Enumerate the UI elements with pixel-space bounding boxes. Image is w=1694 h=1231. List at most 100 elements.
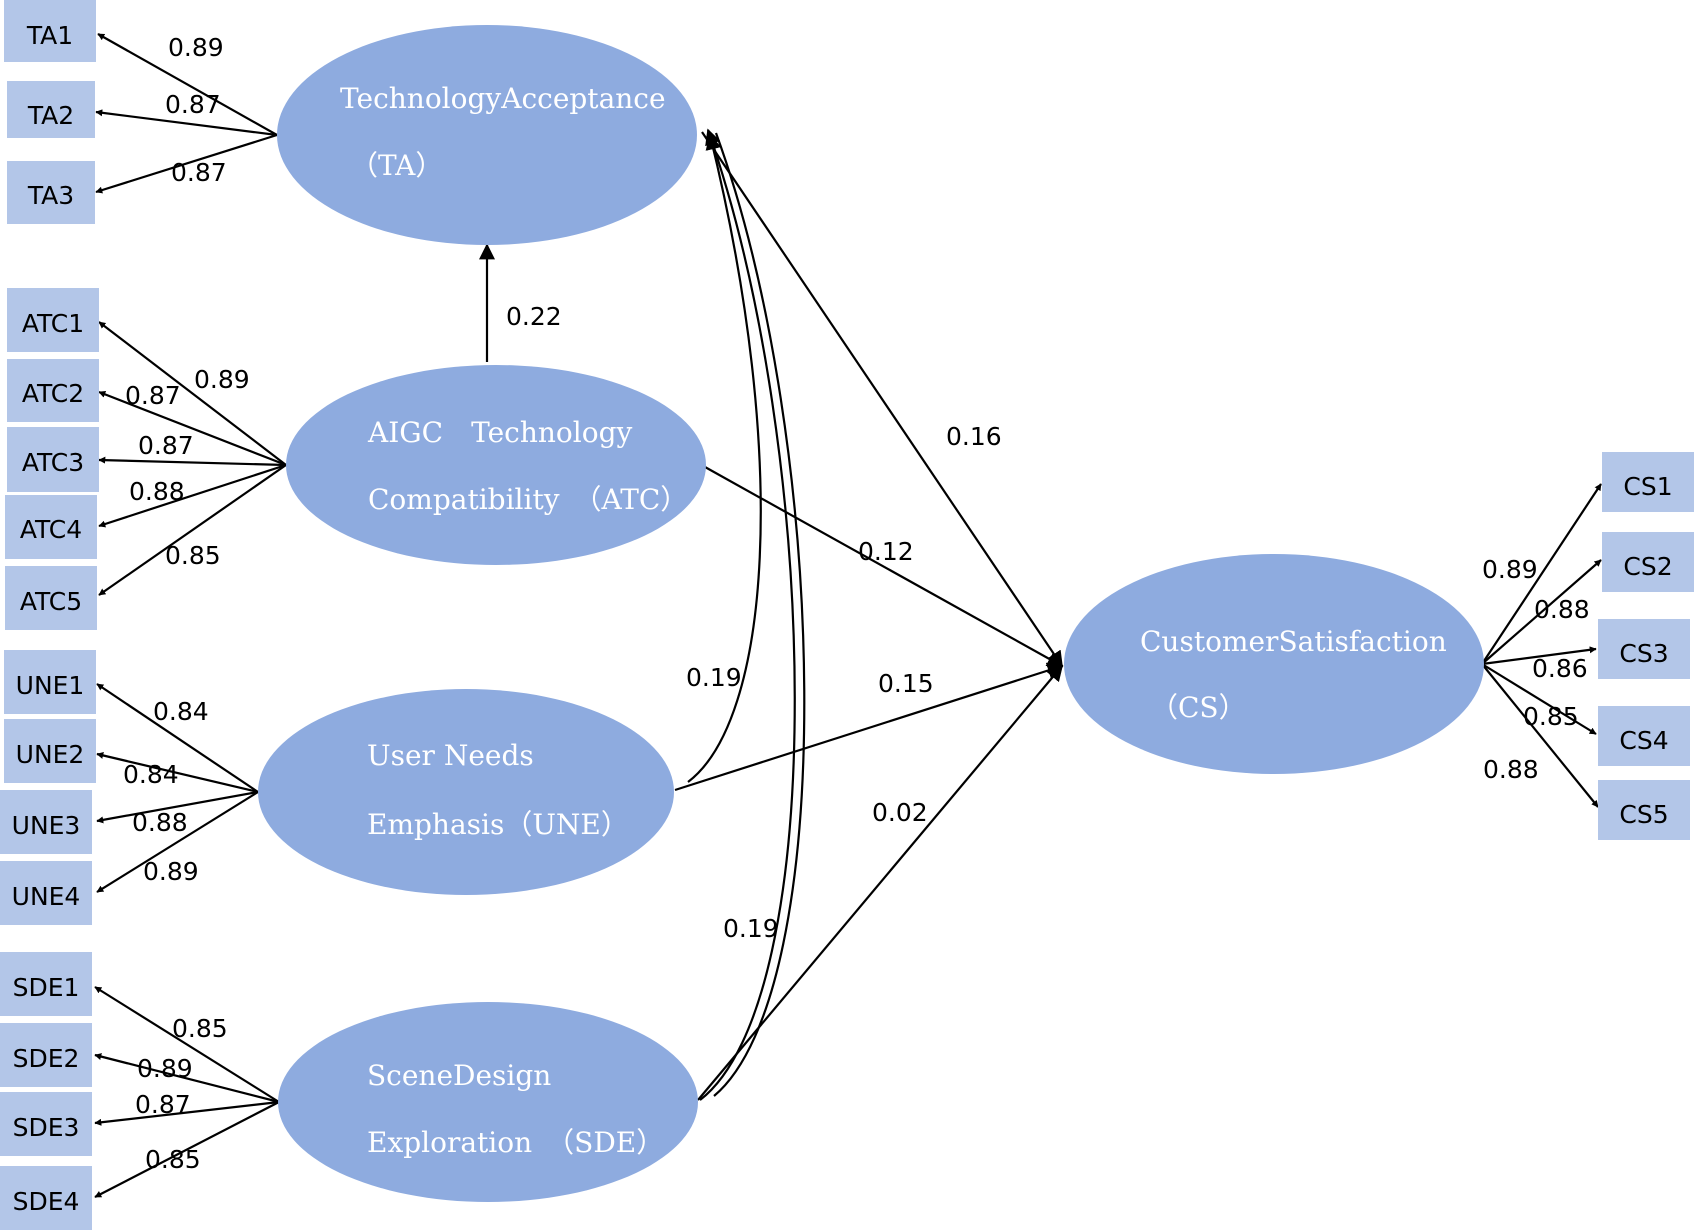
arrow-une-une1 [96, 683, 259, 793]
latent-une-abbr: Emphasis（UNE） [367, 808, 629, 841]
indicator-ta3: TA3 [27, 181, 74, 210]
coef-une-cs: 0.15 [878, 669, 934, 698]
path-atc-cs [704, 466, 1064, 667]
coef-sde-cs: 0.02 [872, 798, 928, 827]
loading-labels: 0.89 0.87 0.87 0.89 0.87 0.87 0.88 0.85 … [123, 33, 1590, 1174]
indicator-atc5: ATC5 [20, 587, 82, 616]
loading-cs3: 0.86 [1532, 654, 1588, 683]
indicators-cs: CS1 CS2 CS3 CS4 CS5 [1598, 452, 1694, 840]
path-sde-ta [699, 128, 796, 1101]
structural-paths [479, 128, 1064, 1101]
loading-une2: 0.84 [123, 760, 179, 789]
arrow-ta-ta3 [95, 133, 278, 194]
arrow-sde-sde2 [94, 1053, 280, 1104]
indicator-sde1: SDE1 [13, 973, 80, 1002]
loading-cs1: 0.89 [1482, 555, 1538, 584]
loading-sde1: 0.85 [172, 1014, 228, 1043]
indicator-ta2: TA2 [27, 101, 74, 130]
coef-ta-cs: 0.16 [946, 422, 1002, 451]
arrow-une-une4 [96, 791, 259, 893]
latent-ta-abbr: （TA） [350, 149, 443, 182]
latent-ta: TechnologyAcceptance （TA） [277, 25, 697, 245]
indicator-sde2: SDE2 [13, 1044, 80, 1073]
latent-sde: SceneDesign Exploration （SDE） [278, 1002, 698, 1202]
arrow-sde-sde4 [94, 1101, 280, 1198]
loading-sde2: 0.89 [137, 1054, 193, 1083]
indicators-une: UNE1 UNE2 UNE3 UNE4 [0, 650, 96, 925]
loading-ta2: 0.87 [165, 90, 221, 119]
path-sde-cs [697, 664, 1064, 1101]
loading-ta1: 0.89 [168, 33, 224, 62]
latent-cs: CustomerSatisfaction （CS） [1064, 554, 1484, 774]
arrow-atc-atc4 [98, 463, 287, 528]
latent-ta-name: TechnologyAcceptance [340, 82, 666, 115]
arrow-sde-sde3 [94, 1100, 280, 1126]
latent-atc-abbr: Compatibility （ATC） [368, 483, 688, 516]
arrow-cs-cs1 [1481, 483, 1602, 665]
latent-atc: AIGC Technology Compatibility （ATC） [286, 365, 706, 565]
indicator-sde3: SDE3 [13, 1113, 80, 1142]
arrow-une-une3 [96, 790, 259, 824]
indicator-atc3: ATC3 [22, 448, 84, 477]
path-sde-ta-outer [713, 132, 806, 1097]
latent-une: User Needs Emphasis（UNE） [258, 689, 674, 895]
latent-cs-name: CustomerSatisfaction [1140, 625, 1447, 658]
loading-atc5: 0.85 [165, 541, 221, 570]
indicator-atc1: ATC1 [22, 309, 84, 338]
indicator-une3: UNE3 [12, 811, 81, 840]
coef-atc-ta: 0.22 [506, 302, 562, 331]
loading-arrows [94, 33, 1602, 1198]
arrow-cs-cs3 [1481, 646, 1597, 666]
loading-atc4: 0.88 [129, 477, 185, 506]
loading-ta3: 0.87 [171, 158, 227, 187]
indicators-ta: TA1 TA2 TA3 [4, 0, 96, 224]
indicator-une2: UNE2 [16, 740, 85, 769]
arrow-cs-cs5 [1481, 663, 1599, 808]
indicator-cs4: CS4 [1619, 726, 1668, 755]
loading-atc2: 0.87 [125, 381, 181, 410]
arrow-ta-ta2 [95, 109, 278, 137]
loading-cs4: 0.85 [1523, 702, 1579, 731]
path-ta-cs [701, 131, 1063, 668]
loading-sde4: 0.85 [145, 1145, 201, 1174]
loading-sde3: 0.87 [135, 1090, 191, 1119]
latent-une-name: User Needs [367, 739, 534, 772]
loading-une3: 0.88 [132, 808, 188, 837]
arrow-cs-cs2 [1481, 559, 1602, 665]
loading-atc3: 0.87 [138, 431, 194, 460]
indicator-cs3: CS3 [1619, 639, 1668, 668]
coef-atc-cs: 0.12 [858, 537, 914, 566]
arrow-sde-sde1 [94, 986, 280, 1103]
arrow-atc-atc5 [98, 464, 287, 596]
arrow-ta-ta1 [97, 33, 278, 136]
indicator-atc2: ATC2 [22, 379, 84, 408]
coef-une-ta: 0.19 [686, 663, 742, 692]
indicator-une4: UNE4 [12, 882, 81, 911]
loading-une4: 0.89 [143, 857, 199, 886]
latent-sde-name: SceneDesign [367, 1059, 551, 1092]
latent-cs-abbr: （CS） [1150, 691, 1247, 724]
indicator-ta1: TA1 [26, 21, 73, 50]
indicator-sde4: SDE4 [13, 1187, 80, 1216]
loading-une1: 0.84 [153, 697, 209, 726]
arrow-atc-atc3 [98, 456, 287, 467]
indicator-cs5: CS5 [1619, 800, 1668, 829]
latent-sde-abbr: Exploration （SDE） [367, 1126, 664, 1159]
loading-atc1: 0.89 [194, 365, 250, 394]
indicator-cs2: CS2 [1623, 552, 1672, 581]
indicators-sde: SDE1 SDE2 SDE3 SDE4 [0, 952, 92, 1230]
indicator-cs1: CS1 [1623, 472, 1672, 501]
arrow-une-une2 [96, 752, 259, 794]
latent-atc-name: AIGC Technology [367, 416, 632, 449]
path-une-ta [687, 133, 762, 783]
indicator-une1: UNE1 [16, 671, 85, 700]
indicators-atc: ATC1 ATC2 ATC3 ATC4 ATC5 [5, 288, 99, 630]
loading-cs5: 0.88 [1483, 755, 1539, 784]
arrow-atc-atc1 [98, 321, 287, 466]
arrow-cs-cs4 [1481, 663, 1597, 735]
path-labels: 0.22 0.16 0.12 0.15 0.02 0.19 0.19 [506, 302, 1002, 943]
indicator-atc4: ATC4 [20, 515, 82, 544]
coef-sde-ta: 0.19 [723, 914, 779, 943]
path-une-cs [674, 662, 1064, 792]
